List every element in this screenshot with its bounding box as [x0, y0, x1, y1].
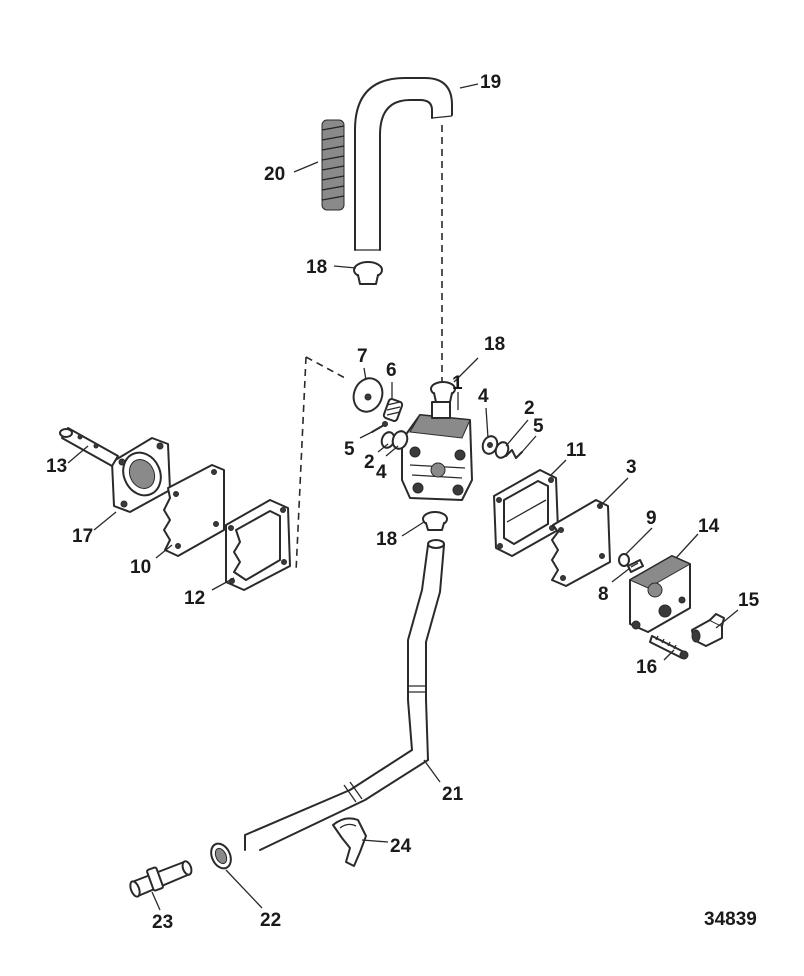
check-valve-6 — [382, 398, 404, 422]
callout-3: 3 — [626, 457, 637, 478]
alignment-line-left — [295, 356, 346, 573]
diaphragm-disc-7 — [352, 377, 384, 413]
callout-17: 17 — [72, 526, 93, 547]
gasket-4-left — [391, 430, 409, 450]
hose-clip-24 — [332, 817, 367, 867]
retainer-5-right — [505, 449, 523, 459]
hose-fitting-23 — [129, 860, 193, 898]
callout-19: 19 — [480, 72, 501, 93]
callout-4-left: 4 — [376, 462, 387, 483]
callout-10: 10 — [130, 557, 151, 578]
callout-24: 24 — [390, 836, 412, 857]
gasket-12 — [225, 499, 291, 591]
callout-5-left: 5 — [344, 439, 355, 460]
callout-6: 6 — [386, 360, 397, 381]
callout-18-lower: 18 — [376, 529, 397, 550]
leader-lines — [67, 83, 739, 911]
callout-4-right: 4 — [478, 386, 489, 407]
washer-9 — [618, 553, 630, 567]
hose-clamp-18-lower — [422, 511, 448, 531]
callout-9: 9 — [646, 508, 657, 529]
callout-5-right: 5 — [533, 416, 544, 437]
callout-22: 22 — [260, 910, 281, 931]
spring-sleeve-20 — [321, 119, 345, 211]
callout-labels: 19 20 18 18 7 6 1 4 2 5 5 2 4 11 3 9 14 … — [46, 72, 760, 933]
hose-clamp-18-top — [353, 261, 383, 285]
valve-disc-2-right — [494, 441, 510, 459]
callout-1: 1 — [452, 373, 463, 394]
callout-14: 14 — [698, 516, 720, 537]
callout-21: 21 — [442, 784, 464, 805]
screw-16 — [649, 635, 689, 660]
fuel-fitting-15 — [691, 613, 725, 647]
outer-cover-14 — [628, 555, 692, 633]
gasket-10 — [163, 464, 225, 557]
retainer-5-left — [371, 421, 388, 433]
screw-8 — [627, 559, 644, 573]
fuel-pump-cover-17 — [111, 437, 171, 513]
callout-15: 15 — [738, 590, 760, 611]
gasket-11 — [493, 469, 559, 557]
callout-7: 7 — [357, 346, 368, 367]
callout-23: 23 — [152, 912, 173, 933]
callout-2-right: 2 — [524, 398, 535, 419]
callout-18-top: 18 — [306, 257, 327, 278]
fuel-hose-19 — [354, 77, 453, 251]
callout-18-mid: 18 — [484, 334, 505, 355]
drawing-number: 34839 — [704, 909, 757, 930]
fuel-hose-21 — [244, 539, 445, 851]
callout-11: 11 — [566, 440, 587, 461]
hose-clamp-22 — [210, 842, 232, 870]
callout-20: 20 — [264, 164, 285, 185]
callout-12: 12 — [184, 588, 205, 609]
callout-8: 8 — [598, 584, 609, 605]
shaft-13 — [59, 427, 119, 467]
fuel-pump-body-1 — [401, 401, 473, 501]
diaphragm-3 — [551, 499, 611, 587]
callout-16: 16 — [636, 657, 657, 678]
callout-13: 13 — [46, 456, 67, 477]
callout-2-left: 2 — [364, 452, 375, 473]
